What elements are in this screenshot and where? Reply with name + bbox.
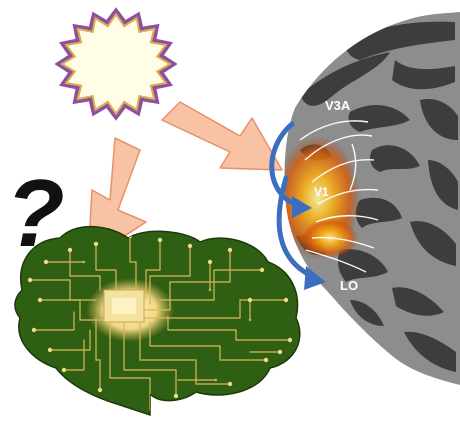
inflated-cortex: V3A V1 LO (284, 12, 460, 385)
flow-arrow-ventral (276, 175, 326, 290)
arrow-to-cortex (161, 101, 283, 171)
label-v3a: V3A (325, 98, 351, 113)
flow-arrow-dorsal (269, 121, 312, 218)
circuit-brain (14, 225, 301, 417)
stimulus-burst (54, 7, 178, 121)
label-lo: LO (340, 278, 358, 293)
label-v1: V1 (314, 185, 329, 199)
